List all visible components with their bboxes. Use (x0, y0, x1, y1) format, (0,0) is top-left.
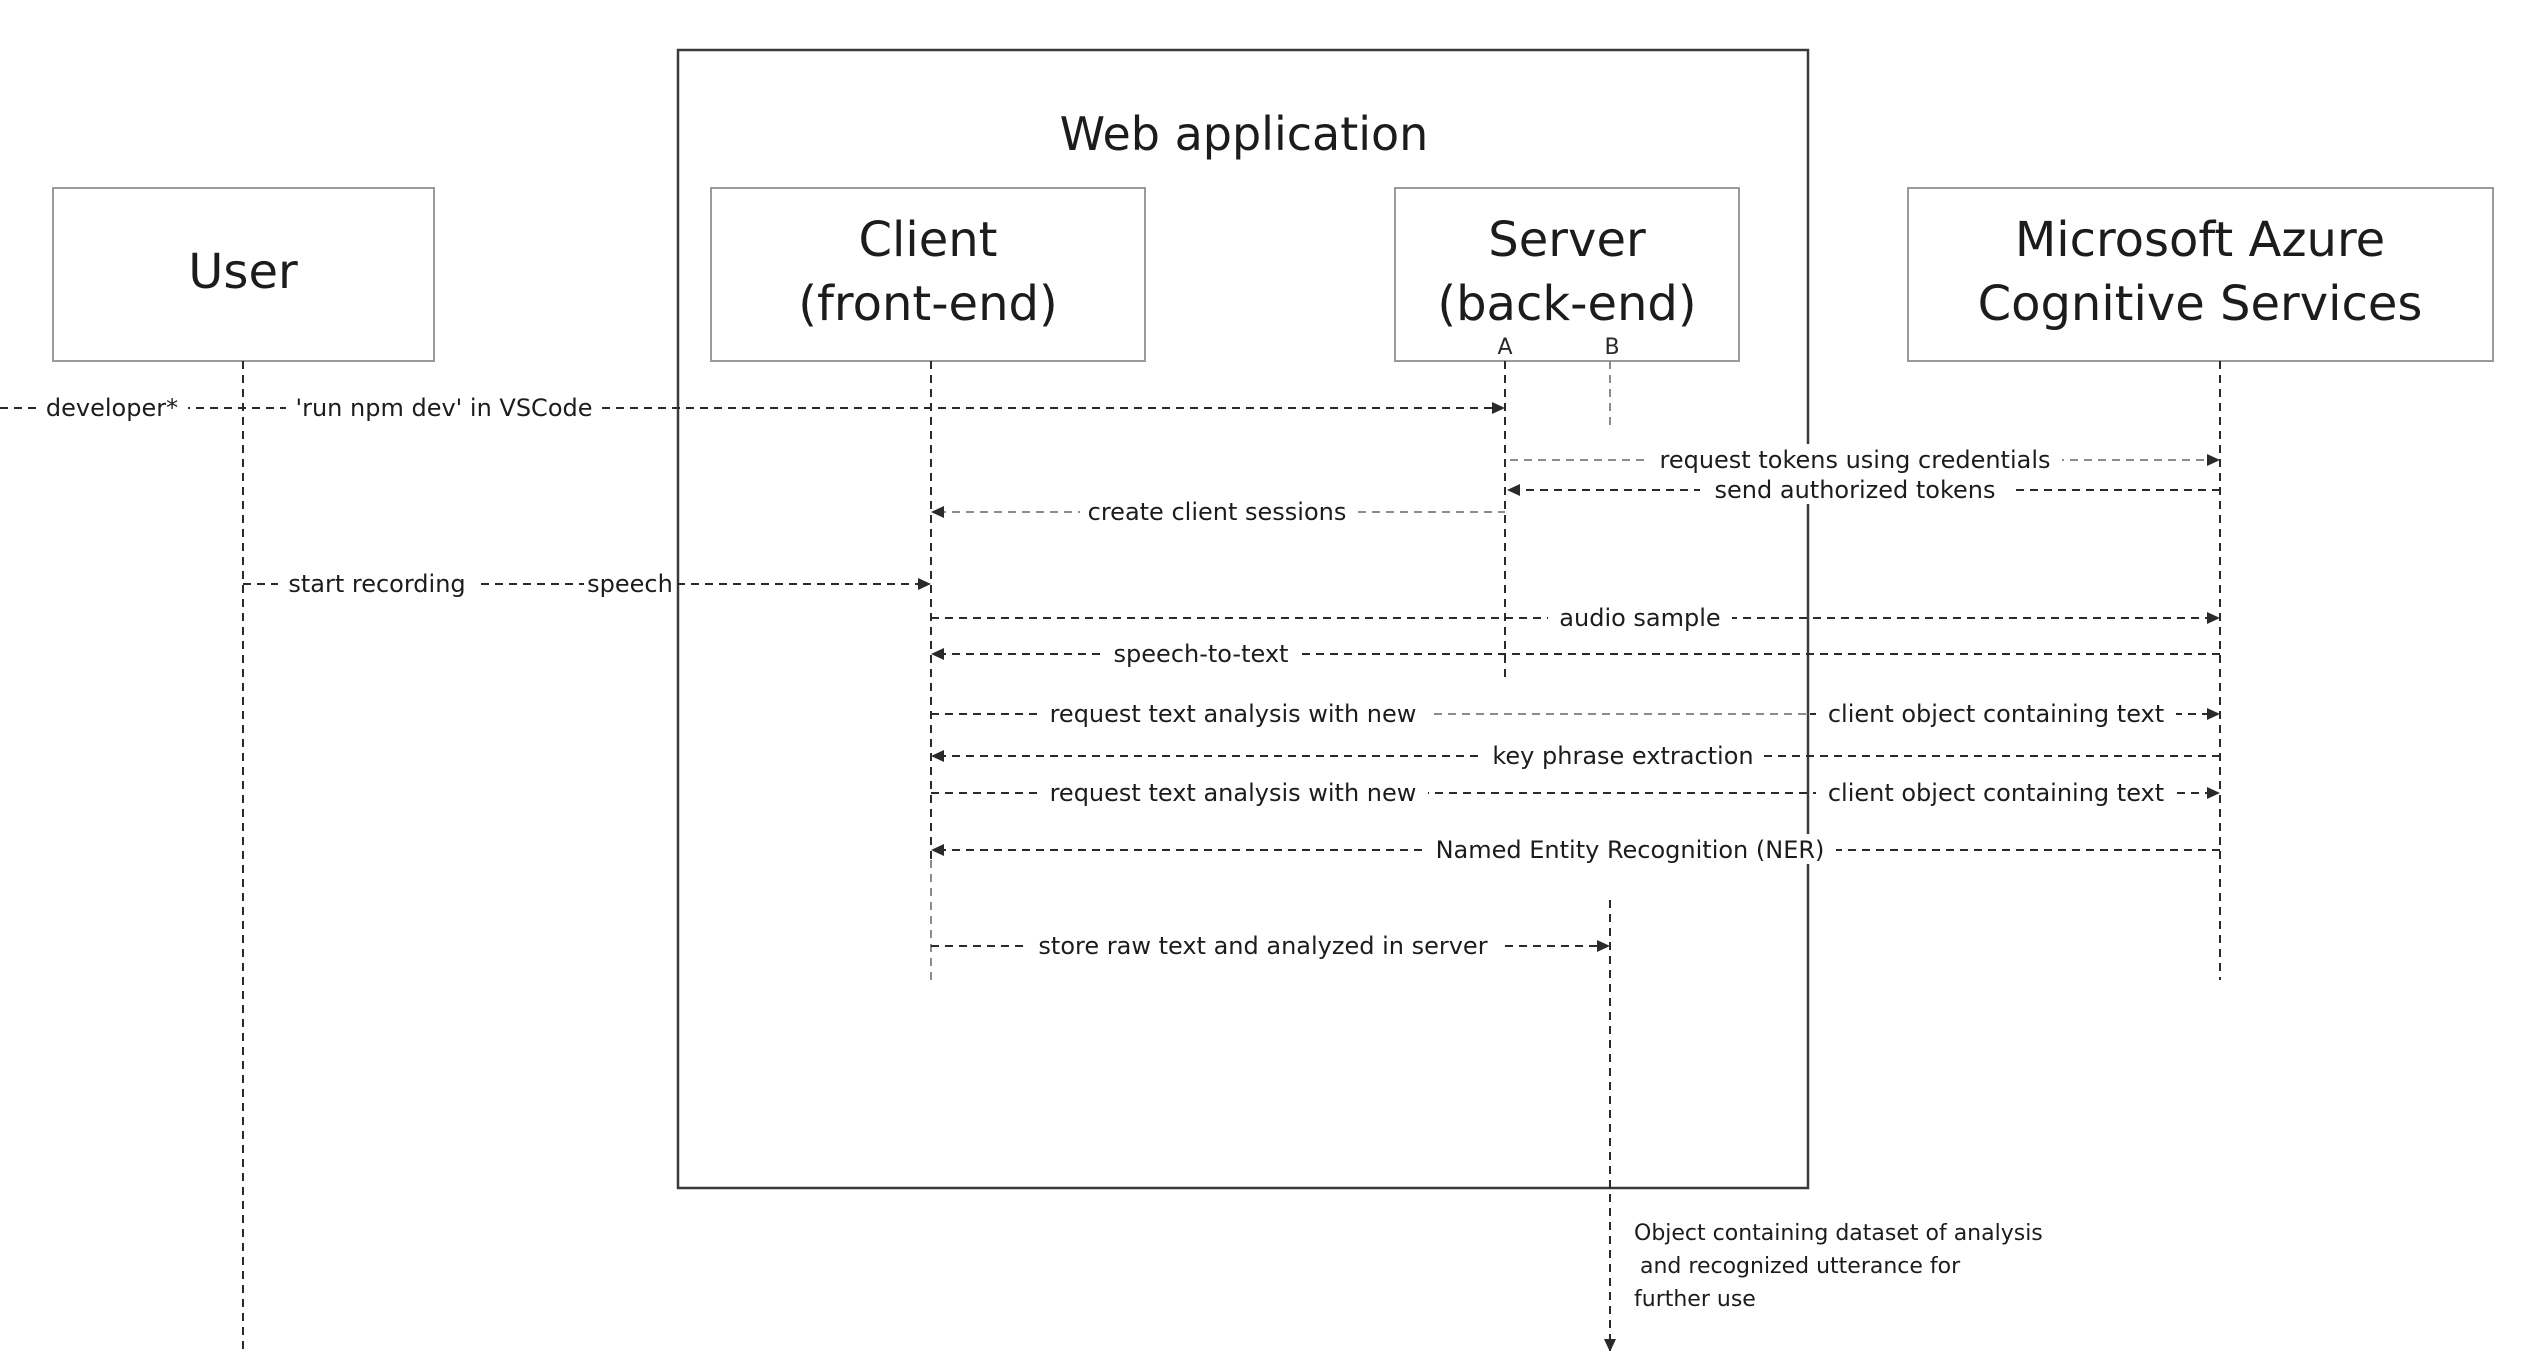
msg-developer-run: developer* 'run npm dev' in VSCode (0, 392, 1505, 422)
azure-box (1907, 187, 2494, 362)
server-box (1394, 187, 1740, 362)
msg-start-recording: start recording speech (243, 568, 931, 598)
msg-request-tokens: request tokens using credentials (1510, 444, 2220, 474)
msg-store-raw: store raw text and analyzed in server (931, 930, 1610, 960)
user-label: User (188, 244, 298, 300)
msg-audio-sample: audio sample (931, 602, 2220, 632)
participant-server: Server (back-end) A B (1394, 187, 1740, 362)
msg-ner: Named Entity Recognition (NER) (931, 834, 2220, 864)
participant-user: User (52, 187, 435, 362)
client-label-line2: (front-end) (798, 276, 1057, 332)
msg-create-sessions: create client sessions (931, 496, 1505, 526)
web-application-frame (676, 48, 1810, 1190)
create-sessions-label: create client sessions (1088, 498, 1347, 526)
request-tokens-label: request tokens using credentials (1659, 446, 2050, 474)
server-label-line1: Server (1488, 212, 1646, 268)
output-note: Object containing dataset of analysis an… (1634, 1221, 2043, 1312)
server-label-line2: (back-end) (1437, 276, 1696, 332)
run-npm-label: 'run npm dev' in VSCode (296, 394, 593, 422)
audio-sample-label: audio sample (1559, 604, 1720, 632)
request-analysis-1-label: request text analysis with new (1050, 700, 1417, 728)
developer-label: developer* (46, 394, 178, 422)
start-recording-label: start recording (288, 570, 465, 598)
speech-to-text-label: speech-to-text (1114, 640, 1289, 668)
azure-label-line1: Microsoft Azure (2015, 212, 2385, 268)
msg-send-tokens: send authorized tokens (1507, 474, 2220, 504)
msg-request-analysis-2: request text analysis with new client ob… (931, 777, 2220, 807)
note-line1: Object containing dataset of analysis (1634, 1221, 2043, 1246)
client-object-2-label: client object containing text (1828, 779, 2164, 807)
client-label-line1: Client (859, 212, 998, 268)
note-line3: further use (1634, 1287, 1756, 1312)
send-tokens-label: send authorized tokens (1715, 476, 1996, 504)
server-port-b: B (1604, 335, 1619, 360)
client-box (710, 187, 1146, 362)
msg-key-phrase: key phrase extraction (931, 740, 2220, 770)
store-raw-label: store raw text and analyzed in server (1038, 932, 1487, 960)
web-application-title: Web application (1060, 107, 1429, 161)
request-analysis-2-label: request text analysis with new (1050, 779, 1417, 807)
user-box (52, 187, 435, 362)
msg-request-analysis-1: request text analysis with new client ob… (931, 698, 2220, 728)
participant-client: Client (front-end) (710, 187, 1146, 362)
azure-label-line2: Cognitive Services (1978, 276, 2423, 332)
server-port-a: A (1497, 335, 1512, 360)
speech-label: speech (587, 570, 673, 598)
ner-label: Named Entity Recognition (NER) (1436, 836, 1825, 864)
key-phrase-label: key phrase extraction (1492, 742, 1753, 770)
msg-speech-to-text: speech-to-text (931, 638, 2220, 668)
note-line2: and recognized utterance for (1640, 1254, 1961, 1279)
participant-azure: Microsoft Azure Cognitive Services (1907, 187, 2494, 362)
client-object-1-label: client object containing text (1828, 700, 2164, 728)
server-output-arrowhead (1604, 1339, 1616, 1351)
